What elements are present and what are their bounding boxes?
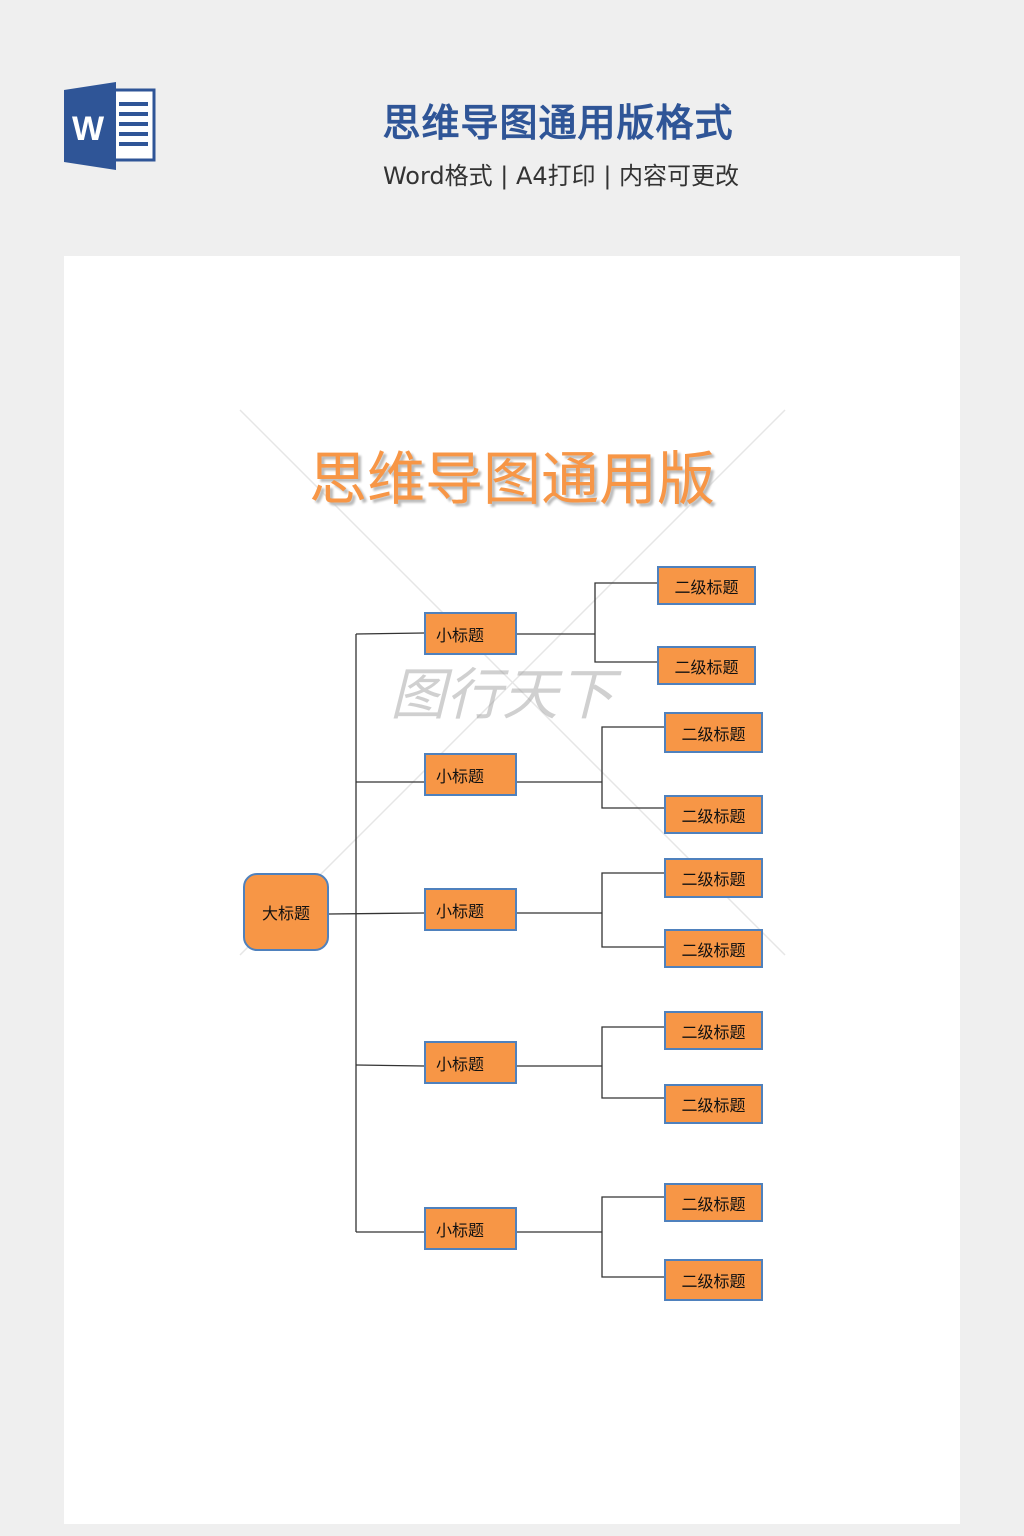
svg-text:W: W [72, 110, 105, 148]
page-title: 思维导图通用版格式 [382, 101, 734, 145]
page-subtitle: Word格式 | A4打印 | 内容可更改 [382, 162, 740, 190]
level2-node[interactable]: 二级标题 [657, 646, 756, 685]
watermark: 图行天下 [390, 663, 614, 728]
level2-node[interactable]: 二级标题 [664, 1183, 763, 1222]
level2-node[interactable]: 二级标题 [657, 566, 756, 605]
root-node[interactable]: 大标题 [243, 873, 329, 951]
level2-node[interactable]: 二级标题 [664, 712, 763, 753]
subtopic-node[interactable]: 小标题 [424, 753, 517, 796]
level2-node[interactable]: 二级标题 [664, 929, 763, 968]
level2-node[interactable]: 二级标题 [664, 1259, 763, 1301]
level2-node[interactable]: 二级标题 [664, 858, 763, 898]
mindmap-title: 思维导图通用版 [308, 445, 715, 513]
subtopic-node[interactable]: 小标题 [424, 1207, 517, 1250]
subtopic-node[interactable]: 小标题 [424, 888, 517, 931]
subtopic-node[interactable]: 小标题 [424, 1041, 517, 1084]
word-icon: W [64, 82, 156, 170]
level2-node[interactable]: 二级标题 [664, 1011, 763, 1050]
level2-node[interactable]: 二级标题 [664, 1084, 763, 1124]
subtopic-node[interactable]: 小标题 [424, 612, 517, 655]
level2-node[interactable]: 二级标题 [664, 795, 763, 834]
